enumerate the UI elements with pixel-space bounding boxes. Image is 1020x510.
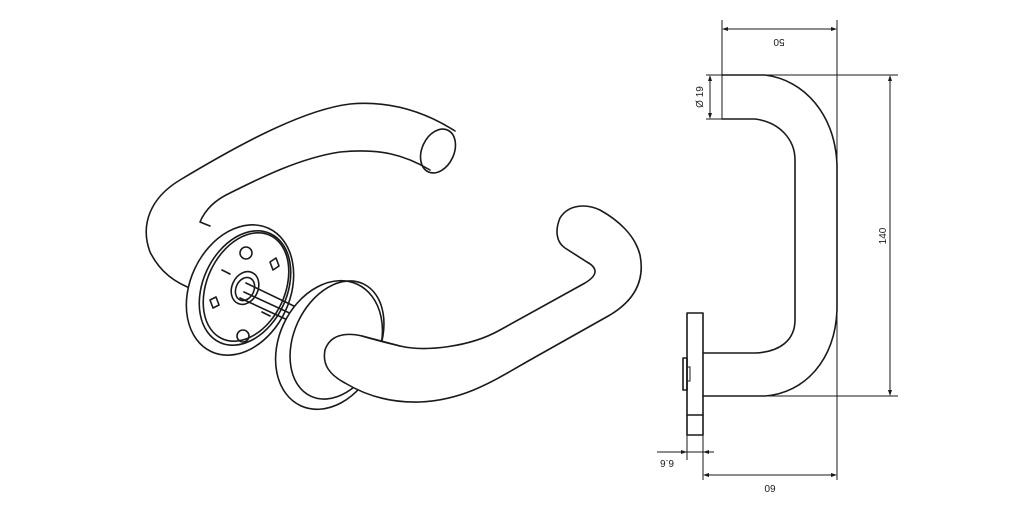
- dimension-50: 50: [722, 27, 837, 47]
- lever-handle-back: [145, 102, 457, 291]
- side-rose: [682, 312, 704, 436]
- isometric-view: [145, 102, 642, 411]
- lever-handle-front: [323, 205, 642, 403]
- side-view: 50 Ø 19 140 6.6 60: [657, 20, 898, 493]
- rose-back: [185, 224, 295, 356]
- dim-label-50: 50: [773, 36, 785, 47]
- dim-label-6-6: 6.6: [660, 457, 674, 468]
- dimension-60: 60: [703, 473, 837, 493]
- dim-label-140: 140: [878, 227, 889, 244]
- dimension-6-6: 6.6: [657, 450, 714, 468]
- dim-label-60: 60: [764, 482, 776, 493]
- spindle: [239, 282, 299, 323]
- dim-label-diameter: Ø 19: [695, 86, 706, 108]
- side-handle: [702, 74, 838, 397]
- extension-lines: [686, 20, 898, 480]
- dimension-140: 140: [878, 75, 892, 396]
- dimension-diameter: Ø 19: [695, 75, 712, 119]
